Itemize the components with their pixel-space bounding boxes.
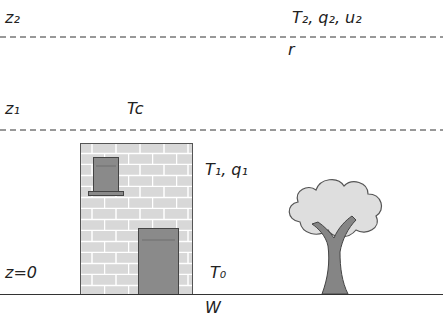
height-label: z₁ bbox=[5, 99, 20, 119]
height-label: z₂ bbox=[5, 8, 20, 28]
building bbox=[81, 144, 193, 295]
window-sill bbox=[89, 192, 124, 196]
door bbox=[139, 229, 179, 295]
flux-label: W bbox=[205, 298, 221, 318]
layer-line bbox=[0, 130, 443, 131]
variable-label: Tc bbox=[127, 99, 144, 119]
resistance-label: r bbox=[288, 40, 295, 60]
layer-line bbox=[0, 37, 443, 38]
variable-label: T₀ bbox=[210, 263, 226, 283]
tree-trunk bbox=[312, 216, 356, 294]
tree-canopy bbox=[289, 180, 381, 237]
ground-line bbox=[0, 294, 443, 295]
variable-label: T₂, q₂, u₂ bbox=[292, 8, 362, 28]
window bbox=[94, 158, 119, 192]
height-label: z=0 bbox=[5, 263, 37, 283]
variable-label: T₁, q₁ bbox=[205, 160, 248, 180]
